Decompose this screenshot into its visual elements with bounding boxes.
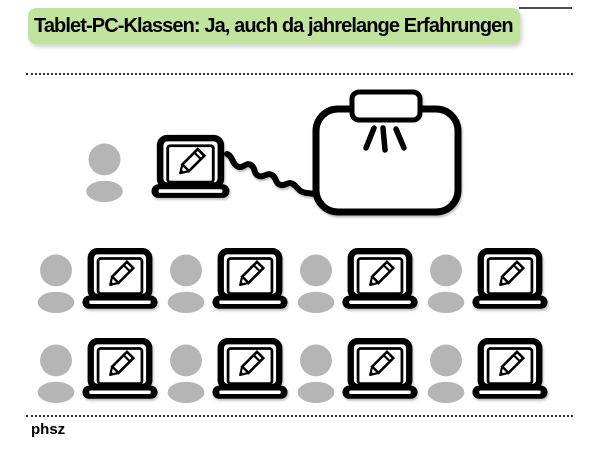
student-laptop-pencil-icon	[341, 337, 419, 402]
title-highlight: Tablet-PC-Klassen: Ja, auch da jahrelang…	[28, 8, 520, 44]
squiggle-cable-icon	[224, 151, 318, 197]
student-laptop-pencil-icon	[471, 247, 549, 312]
student-laptop-pencil-icon	[471, 337, 549, 402]
students-row-1	[36, 247, 556, 312]
students-row-2	[36, 337, 556, 402]
student-person-icon	[166, 344, 206, 403]
student-pair	[166, 247, 296, 312]
student-person-icon	[36, 254, 76, 313]
slide-title: Tablet-PC-Klassen: Ja, auch da jahrelang…	[34, 14, 514, 37]
student-person-icon	[36, 344, 76, 403]
student-pair	[36, 337, 166, 402]
teacher-laptop-pencil-icon	[150, 134, 231, 201]
teacher-person-icon	[85, 143, 124, 202]
footer-logo-text: phsz	[31, 421, 66, 438]
top-divider	[26, 73, 573, 75]
student-pair	[36, 247, 166, 312]
student-laptop-pencil-icon	[81, 247, 159, 312]
student-laptop-pencil-icon	[211, 337, 289, 402]
projector-beam-icon	[312, 89, 462, 216]
student-person-icon	[296, 344, 336, 403]
decorative-line	[519, 7, 572, 9]
student-person-icon	[166, 254, 206, 313]
student-pair	[166, 337, 296, 402]
student-pair	[296, 247, 426, 312]
student-pair	[426, 247, 556, 312]
student-laptop-pencil-icon	[81, 337, 159, 402]
student-laptop-pencil-icon	[211, 247, 289, 312]
student-laptop-pencil-icon	[341, 247, 419, 312]
students-grid	[36, 247, 556, 427]
student-person-icon	[296, 254, 336, 313]
student-pair	[426, 337, 556, 402]
student-pair	[296, 337, 426, 402]
student-person-icon	[426, 254, 466, 313]
student-person-icon	[426, 344, 466, 403]
bottom-divider	[26, 415, 573, 417]
